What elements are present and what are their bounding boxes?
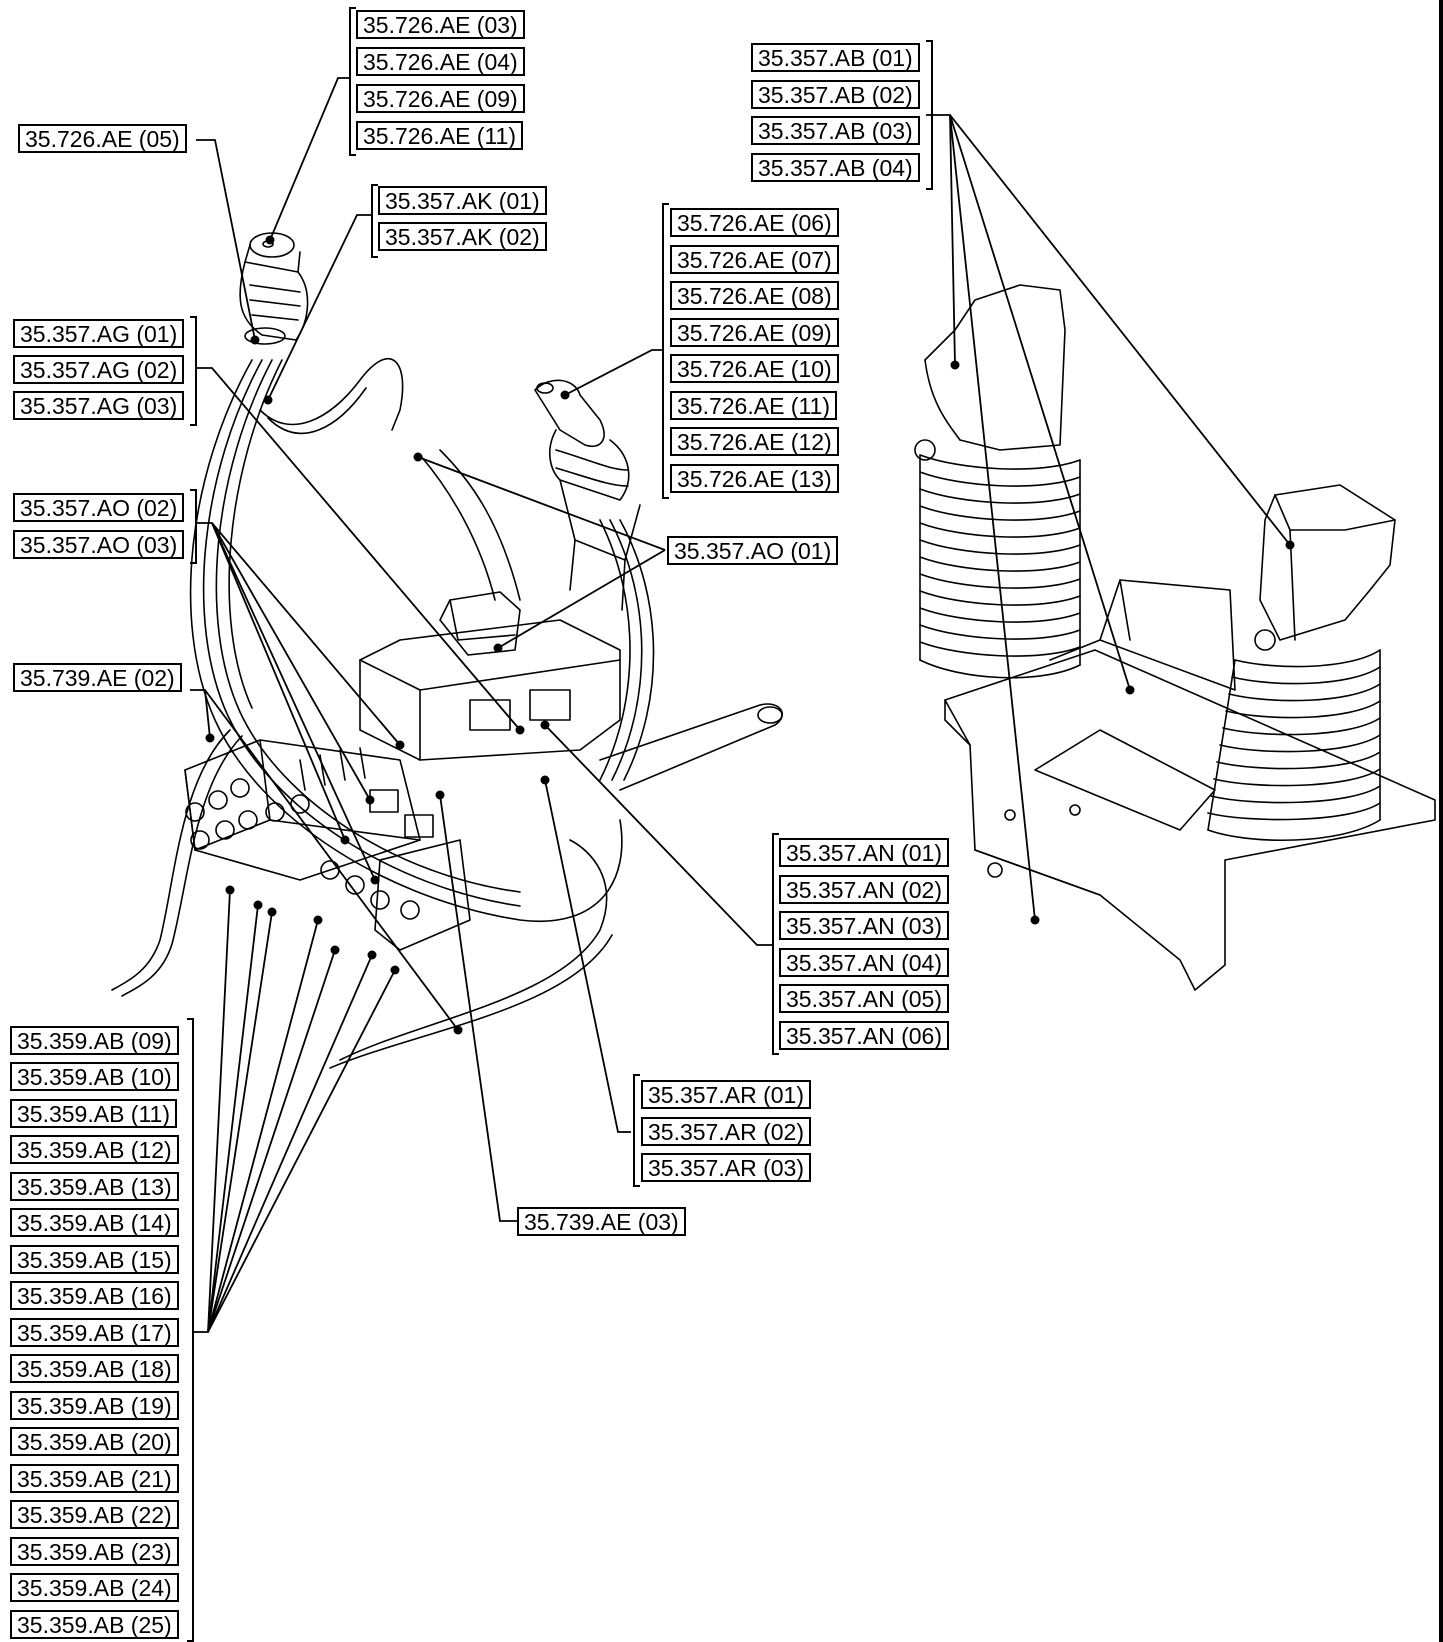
- bracket: [662, 203, 669, 499]
- callout-label[interactable]: 35.357.AB (02): [751, 80, 920, 109]
- callout-label[interactable]: 35.726.AE (10): [670, 354, 839, 383]
- left-joystick-drawing: [239, 232, 309, 345]
- callout-label[interactable]: 35.726.AE (09): [356, 84, 525, 113]
- callout-label[interactable]: 35.357.AO (02): [13, 493, 185, 522]
- bracket: [633, 1074, 640, 1187]
- callout-label[interactable]: 35.739.AE (02): [13, 663, 182, 692]
- callout-label[interactable]: 35.726.AE (12): [670, 427, 839, 456]
- callout-label[interactable]: 35.357.AB (03): [751, 116, 920, 145]
- callout-label[interactable]: 35.726.AE (03): [356, 10, 525, 39]
- callout-label[interactable]: 35.726.AE (08): [670, 281, 839, 310]
- callout-label[interactable]: 35.357.AR (03): [641, 1153, 811, 1182]
- right-bellows-ribs: [1207, 649, 1381, 821]
- callout-label[interactable]: 35.726.AE (05): [18, 124, 187, 153]
- callout-label[interactable]: 35.739.AE (03): [517, 1207, 686, 1236]
- callout-label[interactable]: 35.359.AB (25): [10, 1610, 179, 1639]
- callout-label[interactable]: 35.359.AB (17): [10, 1318, 179, 1347]
- callout-label[interactable]: 35.359.AB (12): [10, 1135, 179, 1164]
- frame-edge: [1439, 0, 1443, 1642]
- callout-label[interactable]: 35.357.AK (01): [378, 186, 547, 215]
- callout-label[interactable]: 35.726.AE (11): [670, 391, 838, 420]
- bracket: [349, 7, 356, 156]
- callout-label[interactable]: 35.359.AB (16): [10, 1281, 179, 1310]
- callout-label[interactable]: 35.357.AO (01): [667, 536, 839, 565]
- bracket: [190, 489, 197, 564]
- callout-label[interactable]: 35.357.AN (01): [779, 838, 949, 867]
- callout-label[interactable]: 35.726.AE (09): [670, 318, 839, 347]
- bracket: [371, 184, 378, 258]
- joystick-stand-drawing: [914, 284, 1436, 991]
- callout-label[interactable]: 35.357.AN (04): [779, 948, 949, 977]
- callout-label[interactable]: 35.726.AE (07): [670, 245, 839, 274]
- callout-label[interactable]: 35.359.AB (10): [10, 1062, 179, 1091]
- callout-label[interactable]: 35.357.AB (01): [751, 43, 920, 72]
- callout-label[interactable]: 35.359.AB (24): [10, 1573, 179, 1602]
- callout-label[interactable]: 35.726.AE (06): [670, 208, 839, 237]
- callout-label[interactable]: 35.357.AN (03): [779, 911, 949, 940]
- callout-label[interactable]: 35.357.AN (06): [779, 1021, 949, 1050]
- callout-label[interactable]: 35.359.AB (18): [10, 1354, 179, 1383]
- callout-label[interactable]: 35.359.AB (09): [10, 1026, 179, 1055]
- callout-label[interactable]: 35.357.AN (05): [779, 984, 949, 1013]
- bracket: [187, 1018, 194, 1642]
- callout-label[interactable]: 35.726.AE (11): [356, 121, 524, 150]
- callout-label[interactable]: 35.357.AR (02): [641, 1117, 811, 1146]
- bracket: [772, 833, 779, 1055]
- bracket: [926, 40, 933, 190]
- hose-loop-drawing: [111, 358, 655, 1069]
- callout-label[interactable]: 35.357.AG (03): [13, 391, 185, 420]
- callout-label[interactable]: 35.359.AB (21): [10, 1464, 179, 1493]
- callout-label[interactable]: 35.359.AB (15): [10, 1245, 179, 1274]
- valve-ports-drawing: [185, 747, 434, 920]
- callout-label[interactable]: 35.357.AG (02): [13, 355, 185, 384]
- callout-label[interactable]: 35.357.AR (01): [641, 1080, 811, 1109]
- valve-block-drawing: [184, 591, 783, 951]
- callout-label[interactable]: 35.359.AB (22): [10, 1500, 179, 1529]
- callout-label[interactable]: 35.726.AE (04): [356, 47, 525, 76]
- callout-label[interactable]: 35.359.AB (11): [10, 1099, 178, 1128]
- left-bellows-ribs: [919, 454, 1081, 657]
- leader-dots: [205, 235, 1295, 1035]
- bracket: [190, 316, 197, 426]
- callout-label[interactable]: 35.357.AK (02): [378, 222, 547, 251]
- callout-label[interactable]: 35.357.AO (03): [13, 530, 185, 559]
- middle-joystick-drawing: [534, 379, 641, 611]
- callout-label[interactable]: 35.357.AG (01): [13, 319, 185, 348]
- callout-label[interactable]: 35.726.AE (13): [670, 464, 839, 493]
- leader-lines: [190, 77, 1291, 1333]
- callout-label[interactable]: 35.357.AB (04): [751, 153, 920, 182]
- callout-label[interactable]: 35.359.AB (13): [10, 1172, 179, 1201]
- callout-label[interactable]: 35.359.AB (20): [10, 1427, 179, 1456]
- callout-label[interactable]: 35.359.AB (14): [10, 1208, 179, 1237]
- callout-label[interactable]: 35.357.AN (02): [779, 875, 949, 904]
- callout-label[interactable]: 35.359.AB (23): [10, 1537, 179, 1566]
- callout-label[interactable]: 35.359.AB (19): [10, 1391, 179, 1420]
